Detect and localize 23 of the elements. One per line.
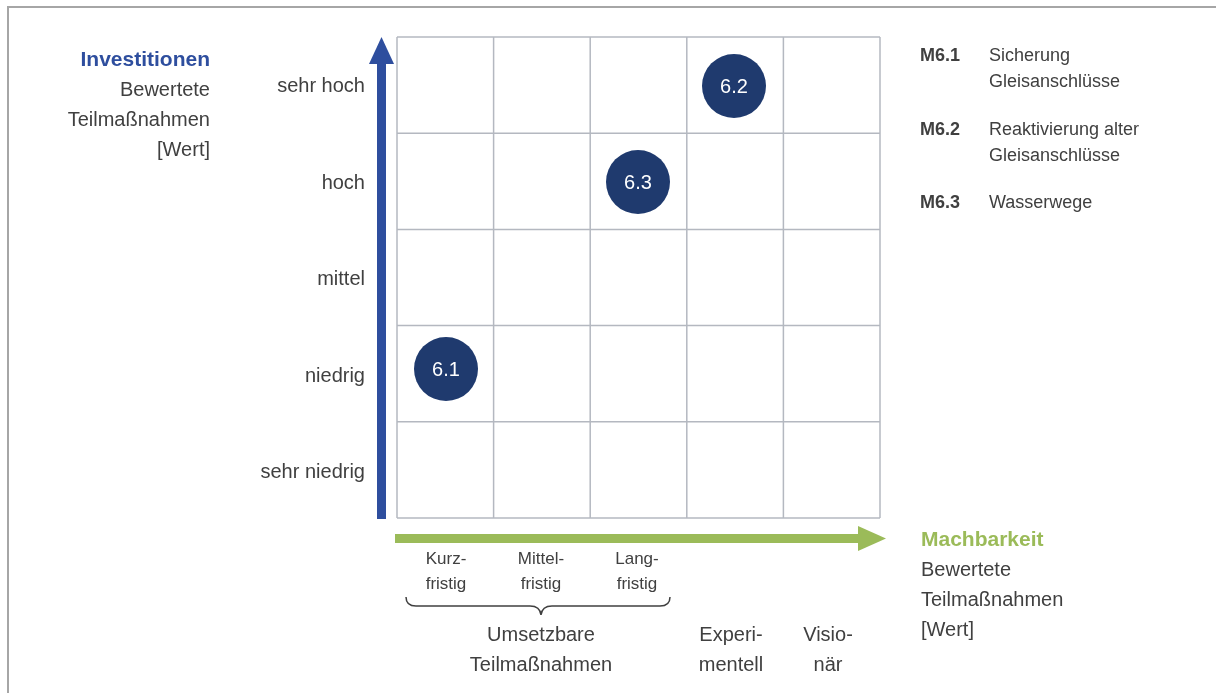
axis-category-label: Visio- när: [802, 622, 854, 677]
legend-text: Reaktivierung alter Gleisanschlüsse: [989, 118, 1141, 167]
axis-tick-label: mittel: [316, 266, 365, 291]
legend-code: M6.3: [920, 191, 962, 214]
axis-category-label: Lang- fristig: [614, 548, 660, 595]
legend-code: M6.2: [920, 118, 962, 141]
axis-title: Machbarkeit: [921, 526, 1045, 552]
axis-category-label: Experi- mentell: [697, 622, 765, 677]
legend-text: Sicherung Gleisanschlüsse: [989, 44, 1122, 93]
axis-tick-label: niedrig: [303, 363, 365, 388]
group-label: Umsetzbare Teilmaßnahmen: [468, 622, 614, 677]
axis-subtitle: Bewertete Teilmaßnahmen [Wert]: [921, 557, 1065, 642]
measure-number: 6.1: [432, 357, 460, 381]
legend-text: Wasserwege: [989, 191, 1094, 214]
measure-number: 6.2: [720, 74, 748, 98]
axis-tick-label: hoch: [320, 170, 365, 195]
axis-subtitle: Bewertete Teilmaßnahmen [Wert]: [66, 77, 210, 162]
axis-title: Investitionen: [79, 46, 210, 72]
axis-category-label: Mittel- fristig: [516, 548, 566, 595]
axis-tick-label: sehr niedrig: [259, 459, 365, 484]
axis-category-label: Kurz- fristig: [424, 548, 468, 595]
legend-code: M6.1: [920, 44, 962, 67]
measure-number: 6.3: [624, 170, 652, 194]
